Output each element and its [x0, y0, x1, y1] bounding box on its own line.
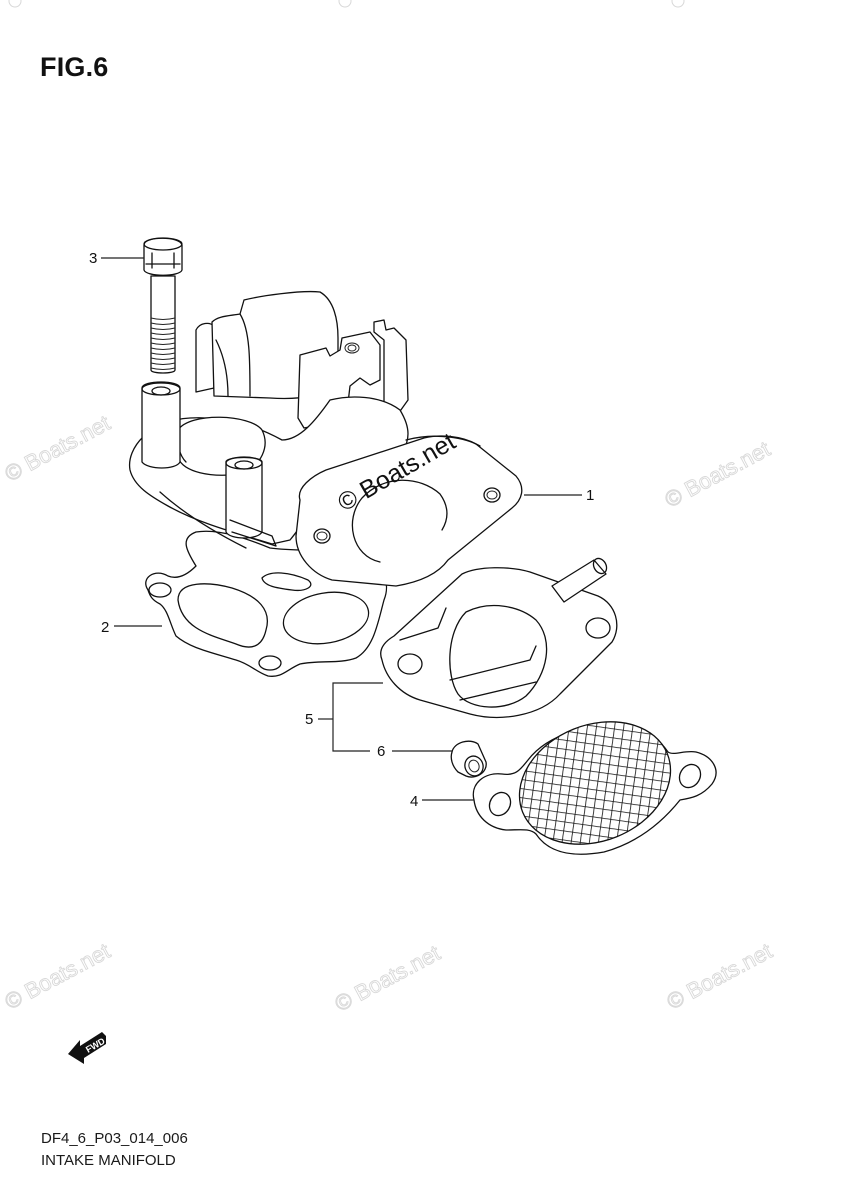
callout-3[interactable]: 3: [89, 250, 144, 267]
figure-label: FIG.6: [40, 52, 109, 82]
svg-text:3: 3: [89, 250, 97, 267]
diagram-code: DF4_6_P03_014_006: [41, 1130, 188, 1147]
callout-1[interactable]: 1: [524, 487, 594, 504]
svg-text:6: 6: [377, 743, 385, 760]
manifold-body: [128, 290, 409, 549]
svg-text:4: 4: [410, 793, 418, 810]
svg-text:1: 1: [586, 487, 594, 504]
watermark-left-middle: © Boats.net: [1, 410, 115, 486]
part-6-collar[interactable]: [450, 740, 487, 778]
callout-4[interactable]: 4: [410, 793, 474, 810]
part-1-flange-gasket[interactable]: [295, 435, 523, 587]
fwd-arrow-icon: FWD: [68, 1032, 107, 1064]
watermark-right-middle: © Boats.net: [661, 436, 775, 512]
part-3-bolt[interactable]: [143, 237, 183, 374]
svg-text:5: 5: [305, 711, 313, 728]
callout-5-6-bracket[interactable]: 5 6: [305, 682, 452, 760]
part-5-insulator[interactable]: [380, 556, 618, 719]
callout-2[interactable]: 2: [101, 619, 162, 636]
watermark-bottom-center: © Boats.net: [331, 940, 445, 1016]
diagram-footer: DF4_6_P03_014_006 INTAKE MANIFOLD: [41, 1128, 188, 1172]
diagram-title: INTAKE MANIFOLD: [41, 1152, 176, 1169]
part-4-screen-gasket[interactable]: [472, 700, 717, 866]
svg-text:2: 2: [101, 619, 109, 636]
watermark-bottom-right: © Boats.net: [663, 938, 777, 1014]
watermark-bottom-left: © Boats.net: [1, 938, 115, 1014]
